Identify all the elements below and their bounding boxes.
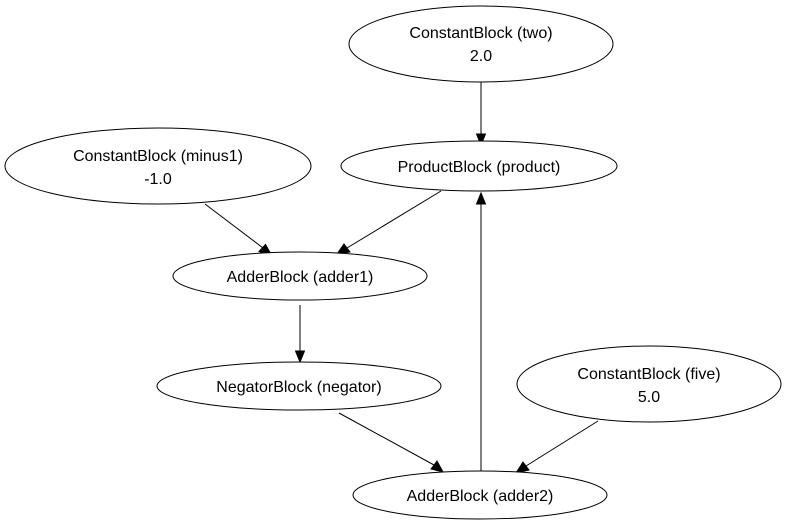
node-ellipse bbox=[352, 470, 608, 520]
node-value: 2.0 bbox=[470, 48, 492, 65]
edge-two-to-product bbox=[475, 82, 487, 147]
node-constant-two[interactable]: ConstantBlock (two) 2.0 bbox=[348, 5, 614, 83]
node-ellipse bbox=[340, 140, 618, 192]
edge-adder1-to-negator bbox=[294, 305, 306, 364]
node-title: ConstantBlock (five) bbox=[577, 366, 720, 383]
node-value: -1.0 bbox=[144, 171, 172, 188]
node-title: ProductBlock (product) bbox=[398, 159, 561, 176]
edges bbox=[204, 82, 599, 474]
node-ellipse bbox=[4, 127, 312, 205]
node-adder2[interactable]: AdderBlock (adder2) bbox=[352, 470, 608, 520]
node-ellipse bbox=[172, 251, 428, 301]
node-ellipse bbox=[348, 5, 614, 83]
node-title: AdderBlock (adder1) bbox=[227, 269, 374, 286]
edge-five-to-adder2 bbox=[514, 420, 599, 474]
node-title: NegatorBlock (negator) bbox=[216, 379, 381, 396]
node-adder1[interactable]: AdderBlock (adder1) bbox=[172, 251, 428, 301]
edge-negator-to-adder2 bbox=[338, 412, 444, 473]
edge-product-to-adder1 bbox=[335, 190, 442, 255]
node-product[interactable]: ProductBlock (product) bbox=[340, 140, 618, 192]
node-constant-five[interactable]: ConstantBlock (five) 5.0 bbox=[516, 345, 782, 423]
edge-minus1-to-adder1 bbox=[204, 203, 274, 257]
node-title: AdderBlock (adder2) bbox=[407, 488, 554, 505]
node-ellipse bbox=[156, 361, 442, 411]
edge-adder2-to-product bbox=[475, 191, 487, 471]
node-constant-minus1[interactable]: ConstantBlock (minus1) -1.0 bbox=[4, 127, 312, 205]
node-title: ConstantBlock (two) bbox=[409, 25, 552, 42]
node-value: 5.0 bbox=[638, 389, 660, 406]
node-negator[interactable]: NegatorBlock (negator) bbox=[156, 361, 442, 411]
node-title: ConstantBlock (minus1) bbox=[73, 148, 243, 165]
node-ellipse bbox=[516, 345, 782, 423]
